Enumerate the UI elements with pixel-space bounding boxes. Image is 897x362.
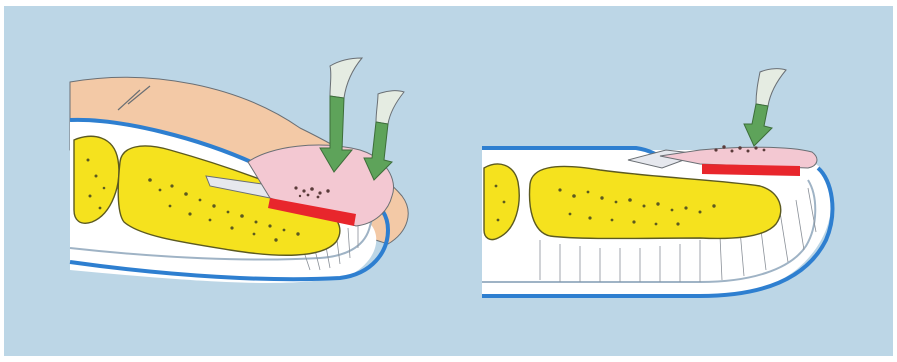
nail-bed-lesion xyxy=(702,164,800,176)
